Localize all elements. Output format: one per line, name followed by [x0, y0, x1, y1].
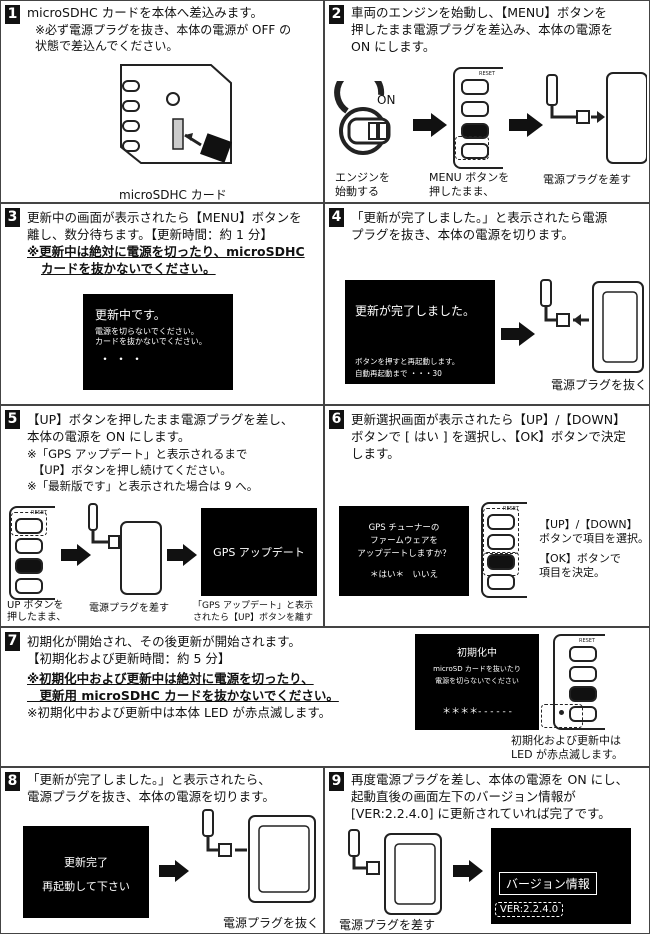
arrow-right-icon [501, 322, 535, 346]
step-number: 8 [5, 772, 20, 791]
caption: 電源プラグを差す [339, 918, 436, 932]
warning-text: ※更新中は絶対に電源を切ったり、microSDHC カードを抜かないでください。 [27, 244, 305, 276]
down-button[interactable] [487, 534, 515, 550]
arrow-right-icon [167, 544, 197, 566]
arrow-right-icon [509, 113, 543, 137]
up-button[interactable] [487, 514, 515, 530]
down-button[interactable] [461, 101, 489, 117]
arrow-right-icon [159, 860, 189, 882]
power-plug-insert-illustration [88, 503, 162, 595]
caption: UP ボタンを 押したまま、 [7, 600, 67, 623]
caption: 電源プラグを差す [543, 173, 631, 186]
up-button[interactable] [461, 79, 489, 95]
caption: 電源プラグを抜く [551, 378, 648, 392]
step-text: 車両のエンジンを始動し、【MENU】ボタンを 押したまま電源プラグを差込み、本体… [351, 5, 614, 54]
ignition-key-icon [334, 81, 391, 155]
step-text: 再度電源プラグを差し、本体の電源を ON にし、 起動直後の画面左下のバージョン… [351, 772, 629, 821]
up-down-highlight [483, 508, 519, 554]
on-label: ON [377, 93, 396, 107]
device-screen: バージョン情報 VER:2.2.4.0 [491, 828, 631, 924]
menu-button[interactable] [487, 574, 515, 590]
device-side-panel: RESET [453, 67, 503, 169]
step-text: microSDHC カードを本体へ差込みます。 [27, 5, 263, 20]
step-number: 3 [5, 208, 20, 227]
device-screen: 更新が完了しました。 ボタンを押すと再起動します。 自動再起動まで ・・・30 [345, 280, 495, 384]
device-screen: 更新完了 再起動して下さい [23, 826, 149, 918]
step-note: ※必ず電源プラグを抜き、本体の電源が OFF の 状態で差込んでください。 [35, 23, 292, 53]
caption: 【UP】/【DOWN】 ボタンで項目を選択。 [539, 518, 649, 545]
arrow-right-icon [453, 860, 483, 882]
device-screen: 初期化中 microSD カードを抜いたり 電源を切らないでください ＊＊＊＊-… [415, 634, 539, 730]
arrow-right-icon [413, 113, 447, 137]
step-text: 更新中の画面が表示されたら【MENU】ボタンを 離し、数分待ちます。【更新時間：… [27, 210, 302, 242]
power-plug-insert-illustration [546, 72, 647, 164]
step-text: 「更新が完了しました。」と表示されたら、 電源プラグを抜き、本体の電源を切ります… [27, 772, 275, 804]
step-number: 4 [329, 208, 344, 227]
device-side-panel: RESET [553, 634, 605, 730]
step-text: 「更新が完了しました。」と表示されたら電源 プラグを抜き、本体の電源を切ります。 [351, 210, 608, 242]
up-button[interactable] [569, 646, 597, 662]
step-9-panel: 9 再度電源プラグを差し、本体の電源を ON にし、 起動直後の画面左下のバージ… [324, 767, 650, 934]
down-button[interactable] [15, 538, 43, 554]
step-number: 1 [5, 5, 20, 24]
power-plug-remove-illustration [202, 809, 316, 903]
menu-highlight [455, 136, 489, 160]
step-text: 【UP】ボタンを押したまま電源プラグを差し、 本体の電源を ON にします。 [27, 412, 294, 444]
step-number: 7 [5, 632, 20, 651]
version-label: バージョン情報 [499, 872, 597, 895]
down-button[interactable] [569, 666, 597, 682]
caption: 初期化および更新中は LED が赤点滅します。 [511, 734, 623, 761]
caption: エンジンを 始動する [335, 171, 390, 198]
menu-button[interactable] [15, 578, 43, 594]
version-text: VER:2.2.4.0 [495, 902, 564, 917]
step-number: 5 [5, 410, 20, 429]
step-note: ※初期化中および更新中は本体 LED が赤点滅します。 [27, 705, 332, 720]
device-screen: GPS チューナーの ファームウェアを アップデートしますか？ ＊はい＊ いいえ [339, 506, 469, 596]
led-highlight [541, 704, 583, 728]
ok-highlight [483, 552, 519, 576]
ok-button[interactable] [461, 123, 489, 139]
card-insert-illustration [120, 64, 232, 164]
device-screen: GPS アップデート [201, 508, 317, 596]
up-button[interactable] [15, 518, 43, 534]
warning-text: ※初期化中および更新中は絶対に電源を切ったり、 更新用 microSDHC カー… [27, 671, 339, 703]
power-plug-remove-illustration [540, 279, 644, 373]
step-number: 9 [329, 772, 344, 791]
caption: 【OK】ボタンで 項目を決定。 [539, 552, 621, 579]
led-indicator [559, 710, 564, 715]
menu-button[interactable] [569, 706, 597, 722]
caption: 「GPS アップデート」と表示 されたら【UP】ボタンを離す [193, 601, 314, 623]
ok-button[interactable] [15, 558, 43, 574]
up-highlight [11, 512, 47, 536]
step-text: 更新選択画面が表示されたら【UP】/【DOWN】 ボタンで [ はい ] を選択… [351, 412, 626, 461]
arrow-right-icon [61, 544, 91, 566]
power-plug-insert-illustration [348, 829, 442, 915]
ok-button[interactable] [487, 554, 515, 570]
device-side-panel: RESET [9, 506, 55, 600]
step-7-panel: 7 初期化が開始され、その後更新が開始されます。 【初期化および更新時間：約 5… [0, 627, 650, 767]
step-6-panel: 6 更新選択画面が表示されたら【UP】/【DOWN】 ボタンで [ はい ] を… [324, 405, 650, 627]
caption: microSDHC カード [119, 188, 227, 202]
step-text: 初期化が開始され、その後更新が開始されます。 【初期化および更新時間：約 5 分… [27, 634, 301, 666]
step-number: 2 [329, 5, 344, 24]
step-5-panel: 5 【UP】ボタンを押したまま電源プラグを差し、 本体の電源を ON にします。… [0, 405, 324, 627]
caption: 電源プラグを差す [89, 603, 169, 614]
ok-button[interactable] [569, 686, 597, 702]
caption: MENU ボタンを 押したまま、 [429, 171, 510, 198]
caption: 電源プラグを抜く [223, 916, 320, 930]
step-3-panel: 3 更新中の画面が表示されたら【MENU】ボタンを 離し、数分待ちます。【更新時… [0, 203, 324, 405]
step-4-panel: 4 「更新が完了しました。」と表示されたら電源 プラグを抜き、本体の電源を切りま… [324, 203, 650, 405]
step-8-panel: 8 「更新が完了しました。」と表示されたら、 電源プラグを抜き、本体の電源を切り… [0, 767, 324, 934]
step-note: ※「GPS アップデート」と表示されるまで 【UP】ボタンを押し続けてください。… [27, 447, 259, 493]
step-number: 6 [329, 410, 344, 429]
step-1-panel: 1 microSDHC カードを本体へ差込みます。 ※必ず電源プラグを抜き、本体… [0, 0, 324, 203]
device-screen: 更新中です。 電源を切らないでください。 カードを抜かないでください。 ・・・ [83, 294, 233, 390]
step-2-panel: 2 車両のエンジンを始動し、【MENU】ボタンを 押したまま電源プラグを差込み、… [324, 0, 650, 203]
